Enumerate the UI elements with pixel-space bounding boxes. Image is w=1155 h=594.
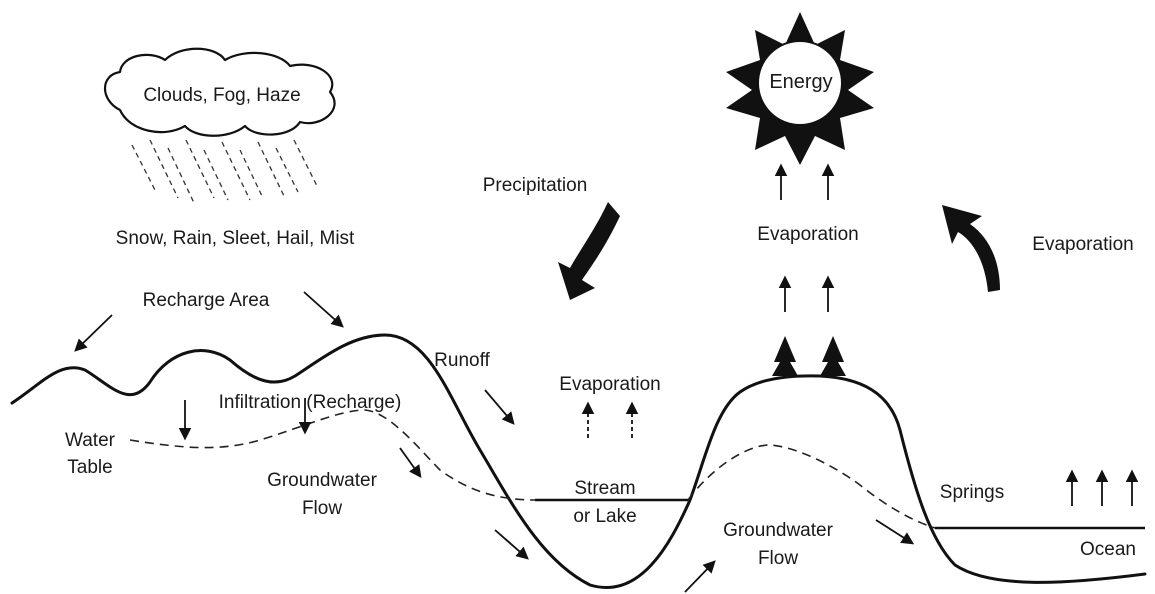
recharge-area-label: Recharge Area bbox=[143, 290, 270, 311]
precipitation-label: Precipitation bbox=[483, 175, 588, 196]
water-table-label-line2: Table bbox=[67, 457, 112, 478]
evaporation-stream-label: Evaporation bbox=[559, 374, 660, 395]
stream-label-line2: or Lake bbox=[573, 506, 636, 527]
gw-flow-left-label-line1: Groundwater bbox=[267, 470, 378, 491]
water-table-line-left bbox=[129, 409, 536, 501]
clouds-label: Clouds, Fog, Haze bbox=[143, 85, 300, 106]
rain-streaks bbox=[131, 139, 319, 206]
cloud-shape bbox=[104, 47, 336, 137]
gw-flow-right-arrow bbox=[875, 519, 915, 545]
evaporation-center-label: Evaporation bbox=[757, 224, 858, 245]
recharge-arrow-left bbox=[74, 314, 113, 352]
water-table-line-right bbox=[687, 444, 936, 529]
evaporation-right-label: Evaporation bbox=[1032, 234, 1133, 255]
gw-flow-arrow-lower bbox=[494, 529, 529, 560]
springs-label: Springs bbox=[940, 482, 1004, 503]
precipitation-arrow bbox=[558, 202, 620, 300]
tree-icon bbox=[772, 336, 846, 376]
recharge-arrow-right bbox=[303, 291, 344, 328]
sun-icon bbox=[726, 12, 874, 165]
gw-flow-bottom-arrow bbox=[684, 560, 716, 593]
energy-label: Energy bbox=[769, 71, 832, 93]
ground-surface bbox=[10, 333, 1147, 589]
water-table-label-line1: Water bbox=[65, 430, 116, 451]
infiltration-label: Infiltration (Recharge) bbox=[219, 392, 402, 413]
gw-flow-arrow-upper bbox=[399, 447, 422, 479]
gw-flow-left-label-line2: Flow bbox=[302, 498, 342, 519]
gw-flow-right-label-line1: Groundwater bbox=[723, 520, 834, 541]
gw-flow-right-label-line2: Flow bbox=[758, 548, 798, 569]
evaporation-right-arrow bbox=[942, 205, 1000, 292]
precip-types-label: Snow, Rain, Sleet, Hail, Mist bbox=[116, 228, 355, 249]
stream-label-line1: Stream bbox=[574, 478, 635, 499]
runoff-arrow bbox=[484, 389, 515, 425]
runoff-label: Runoff bbox=[434, 350, 490, 371]
ocean-label: Ocean bbox=[1080, 539, 1136, 560]
